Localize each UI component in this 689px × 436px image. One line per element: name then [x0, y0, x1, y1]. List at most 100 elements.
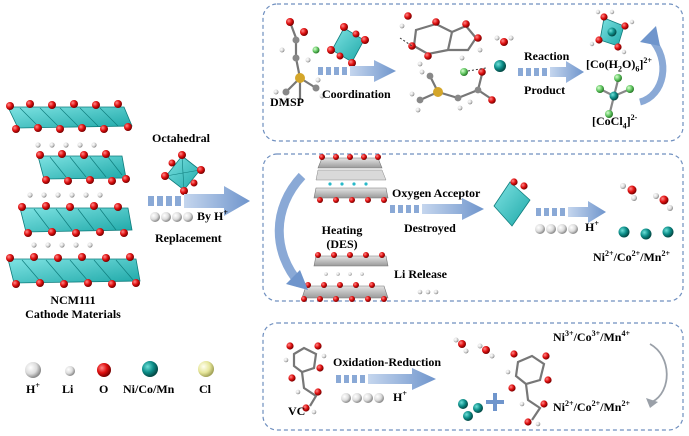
cocl4-label: [CoCl4]2- — [592, 113, 638, 131]
cocl4-molecule — [596, 74, 634, 118]
oxidation-reduction-label: Oxidation-Reduction — [333, 355, 442, 370]
reaction-text: Reaction — [524, 49, 570, 63]
replacement-label: Replacement — [155, 231, 222, 246]
co-hexaaqua-part3: ] — [639, 57, 644, 71]
reaction-label: Reaction — [524, 49, 570, 64]
legend-o-label: O — [99, 382, 108, 397]
heating-curved-arrow — [274, 172, 308, 290]
legend-ni-co-mn-text: Ni/Co/Mn — [123, 382, 175, 396]
high-co: /Co — [573, 330, 592, 344]
oxygen-acceptor-label: Oxygen Acceptor — [392, 186, 481, 201]
h-plus-label-middle: H+ — [585, 219, 599, 235]
reduction-curved-arrow — [646, 343, 668, 408]
low-mn: /Mn — [600, 400, 622, 414]
vc-label: VC — [288, 404, 305, 419]
destroyed-text: Destroyed — [404, 221, 456, 235]
li-release-label: Li Release — [394, 267, 447, 282]
released-co: /Co — [613, 250, 632, 264]
material-title: NCM111 Cathode Materials — [8, 293, 138, 322]
li-release-dots — [417, 289, 439, 295]
co-hexaaqua-charge: 2+ — [643, 56, 652, 65]
water-molecules-bottom — [453, 337, 495, 359]
ncm-layer-2 — [37, 155, 127, 180]
low-ni: Ni — [553, 400, 565, 414]
by-h-sup: + — [223, 208, 228, 217]
legend-h-sup: + — [35, 381, 40, 390]
ncm-layer-4 — [7, 258, 141, 284]
low-co: /Co — [573, 400, 592, 414]
low-ni-charge: 2+ — [565, 399, 574, 408]
h-plus-sup-bottom: + — [402, 389, 407, 398]
oxidation-reduction-text: Oxidation-Reduction — [333, 355, 442, 369]
legend-li-atom — [65, 366, 75, 376]
high-ni-charge: 3+ — [565, 329, 574, 338]
oxygen-acceptor-text: Oxygen Acceptor — [392, 186, 481, 200]
product-label: Product — [524, 83, 566, 98]
released-ni-charge: 2+ — [605, 249, 614, 258]
legend-cl-text: Cl — [199, 382, 211, 396]
cocl4-charge: 2- — [630, 113, 638, 122]
dmsp-co-complex — [409, 60, 506, 113]
oxygen-acceptor-arrow — [390, 198, 484, 220]
released-mn-charge: 2+ — [661, 249, 671, 258]
by-h-text: By H — [197, 209, 224, 223]
panel-middle-border — [262, 153, 684, 302]
product-text: Product — [524, 83, 566, 97]
ncm-layer-3 — [19, 207, 133, 233]
legend-li-label: Li — [62, 382, 74, 397]
ncm-oxygen-atoms — [6, 100, 140, 288]
low-co-charge: 2+ — [591, 399, 601, 408]
octahedral-unit — [161, 151, 205, 195]
h-plus-text-bottom: H — [393, 390, 403, 404]
oxidized-vc-molecule — [505, 350, 552, 427]
high-mn: /Mn — [600, 330, 622, 344]
h-plus-sup-middle: + — [594, 219, 599, 228]
plus-sign — [486, 393, 504, 411]
legend-o-atom — [97, 363, 111, 377]
cycle-arrow-top — [638, 26, 667, 106]
legend-li-text: Li — [62, 382, 74, 396]
cocl4-sub: 4 — [622, 121, 627, 131]
water-molecule-top — [494, 35, 514, 46]
sugar-ring-molecule — [399, 12, 483, 67]
co-hexaaqua-sub1: 2 — [618, 64, 622, 74]
h-plus-arrow-middle — [536, 201, 606, 223]
destroyed-label: Destroyed — [404, 221, 456, 236]
vc-molecule — [283, 342, 327, 415]
dmsp-text: DMSP — [270, 95, 304, 109]
co-hexaaqua-part1: [Co(H — [586, 57, 618, 71]
ncm-layer-1 — [7, 106, 133, 129]
co-hexaaqua-label: [Co(H2O)6]2+ — [586, 56, 652, 74]
dmsp-molecule — [273, 18, 325, 103]
released-co-charge: 2+ — [631, 249, 641, 258]
legend-h-atom — [25, 362, 41, 378]
cocl4-part2: ] — [626, 114, 631, 128]
metal-ions-bottom — [458, 399, 483, 421]
released-metal-ions-middle — [618, 226, 674, 240]
material-name: NCM111 — [50, 293, 96, 307]
high-mn-charge: 4+ — [621, 329, 631, 338]
oxidation-reduction-arrow — [336, 368, 436, 390]
dmsp-label: DMSP — [270, 95, 304, 110]
released-ions-label: Ni2+/Co2+/Mn2+ — [593, 249, 671, 265]
co-hexaaqua-sub2: 6 — [635, 64, 640, 74]
octahedral-text: Octahedral — [152, 131, 210, 145]
cocl4-part1: [CoCl — [592, 114, 623, 128]
panel-top-border — [262, 3, 684, 142]
high-ni: Ni — [553, 330, 565, 344]
heating-text: Heating — [321, 223, 363, 237]
h-plus-text-middle: H — [585, 220, 595, 234]
high-valence-ions-label: Ni3+/Co3+/Mn4+ — [553, 329, 631, 345]
co-hexaaqua-part2: O) — [622, 57, 636, 71]
legend-h-label: H+ — [26, 381, 40, 397]
legend-ni-co-mn-label: Ni/Co/Mn — [123, 382, 175, 397]
replacement-h-atoms — [150, 212, 193, 222]
legend-cl-atom — [198, 361, 214, 377]
destroyed-octahedron — [493, 178, 531, 227]
octahedral-label: Octahedral — [152, 131, 210, 146]
water-molecules-middle — [620, 183, 673, 211]
li-release-text: Li Release — [394, 267, 447, 281]
legend-h-text: H — [26, 382, 36, 396]
h-plus-atoms-middle — [535, 224, 578, 234]
co-hexaaqua-molecule — [589, 9, 635, 55]
